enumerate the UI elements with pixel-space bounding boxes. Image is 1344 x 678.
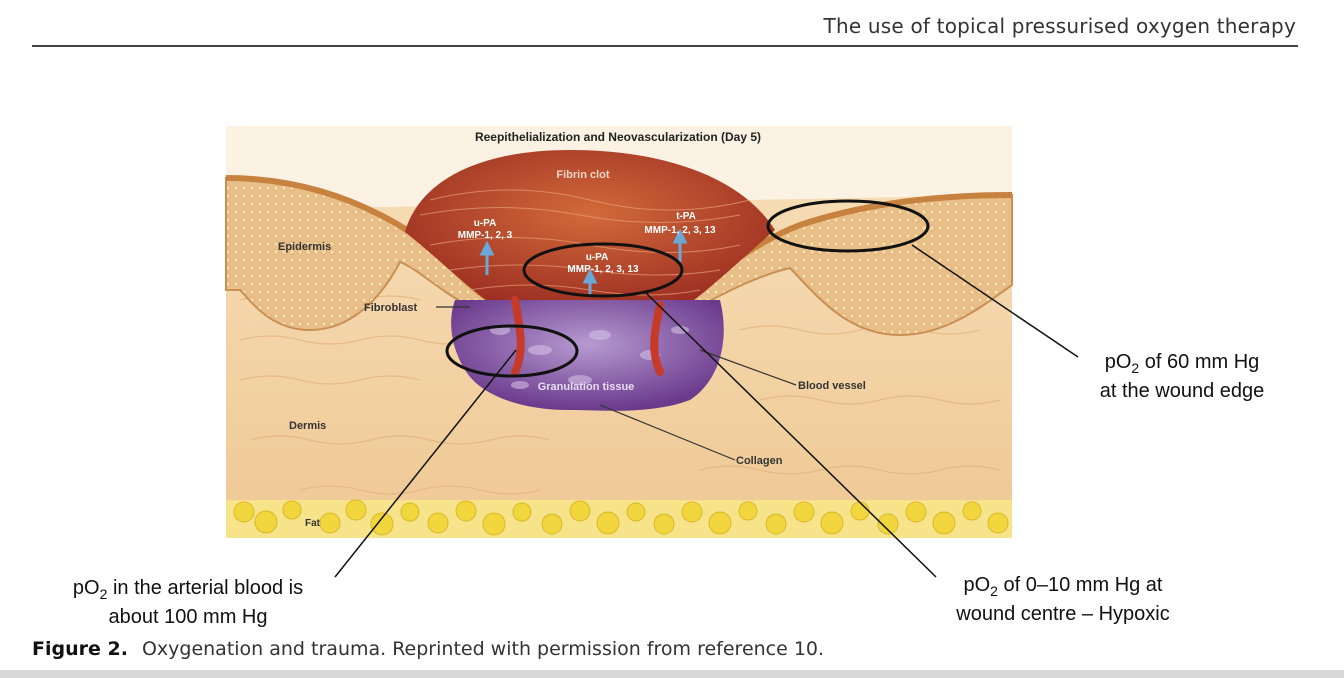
- label-mmp-left: MMP-1, 2, 3: [458, 230, 513, 241]
- granulation-cells: [490, 325, 689, 389]
- callout-leaders: [334, 244, 1079, 578]
- running-head: The use of topical pressurised oxygen th…: [823, 14, 1296, 38]
- label-fibrin-clot: Fibrin clot: [556, 169, 610, 181]
- blood-vessel-right: [650, 301, 664, 376]
- ellipse-arterial-blood: [445, 324, 579, 378]
- label-fibroblast: Fibroblast: [364, 302, 418, 314]
- fat-layer: [226, 499, 1012, 538]
- label-fat: Fat: [305, 518, 321, 529]
- figure-label: Figure 2.: [32, 638, 128, 660]
- figure-caption: Figure 2. Oxygenation and trauma. Reprint…: [32, 638, 824, 660]
- callout-arterial-blood: pO2 in the arterial blood is about 100 m…: [72, 577, 304, 628]
- label-granulation-tissue: Granulation tissue: [538, 381, 635, 393]
- label-mmp-center: MMP-1, 2, 3, 13: [567, 264, 639, 275]
- callout-wound-centre: pO2 of 0–10 mm Hg at wound centre – Hypo…: [956, 574, 1170, 625]
- dermis-texture: [239, 295, 1001, 495]
- caption-text: Oxygenation and trauma. Reprinted with p…: [141, 638, 825, 660]
- label-blood-vessel: Blood vessel: [798, 380, 866, 392]
- annotation-ellipses: [445, 199, 930, 378]
- label-epidermis: Epidermis: [278, 241, 331, 253]
- label-upa-left: u-PA: [474, 218, 497, 229]
- page-bottom-bar: [0, 670, 1344, 678]
- ellipse-wound-edge: [766, 199, 930, 253]
- label-upa-center: u-PA: [586, 252, 609, 263]
- label-dermis: Dermis: [289, 420, 326, 432]
- callout-wound-edge: pO2 of 60 mm Hg at the wound edge: [1099, 351, 1265, 402]
- header-rule: [32, 45, 1298, 47]
- illustration-title: Reepithelialization and Neovascularizati…: [475, 130, 761, 144]
- blood-vessel-left: [511, 296, 525, 376]
- ellipse-wound-centre: [522, 242, 684, 298]
- illustration-leaders: [436, 306, 797, 461]
- label-mmp-right: MMP-1, 2, 3, 13: [644, 225, 716, 236]
- label-collagen: Collagen: [736, 455, 783, 467]
- label-tpa-right: t-PA: [676, 211, 696, 222]
- enzyme-arrows: [479, 228, 688, 295]
